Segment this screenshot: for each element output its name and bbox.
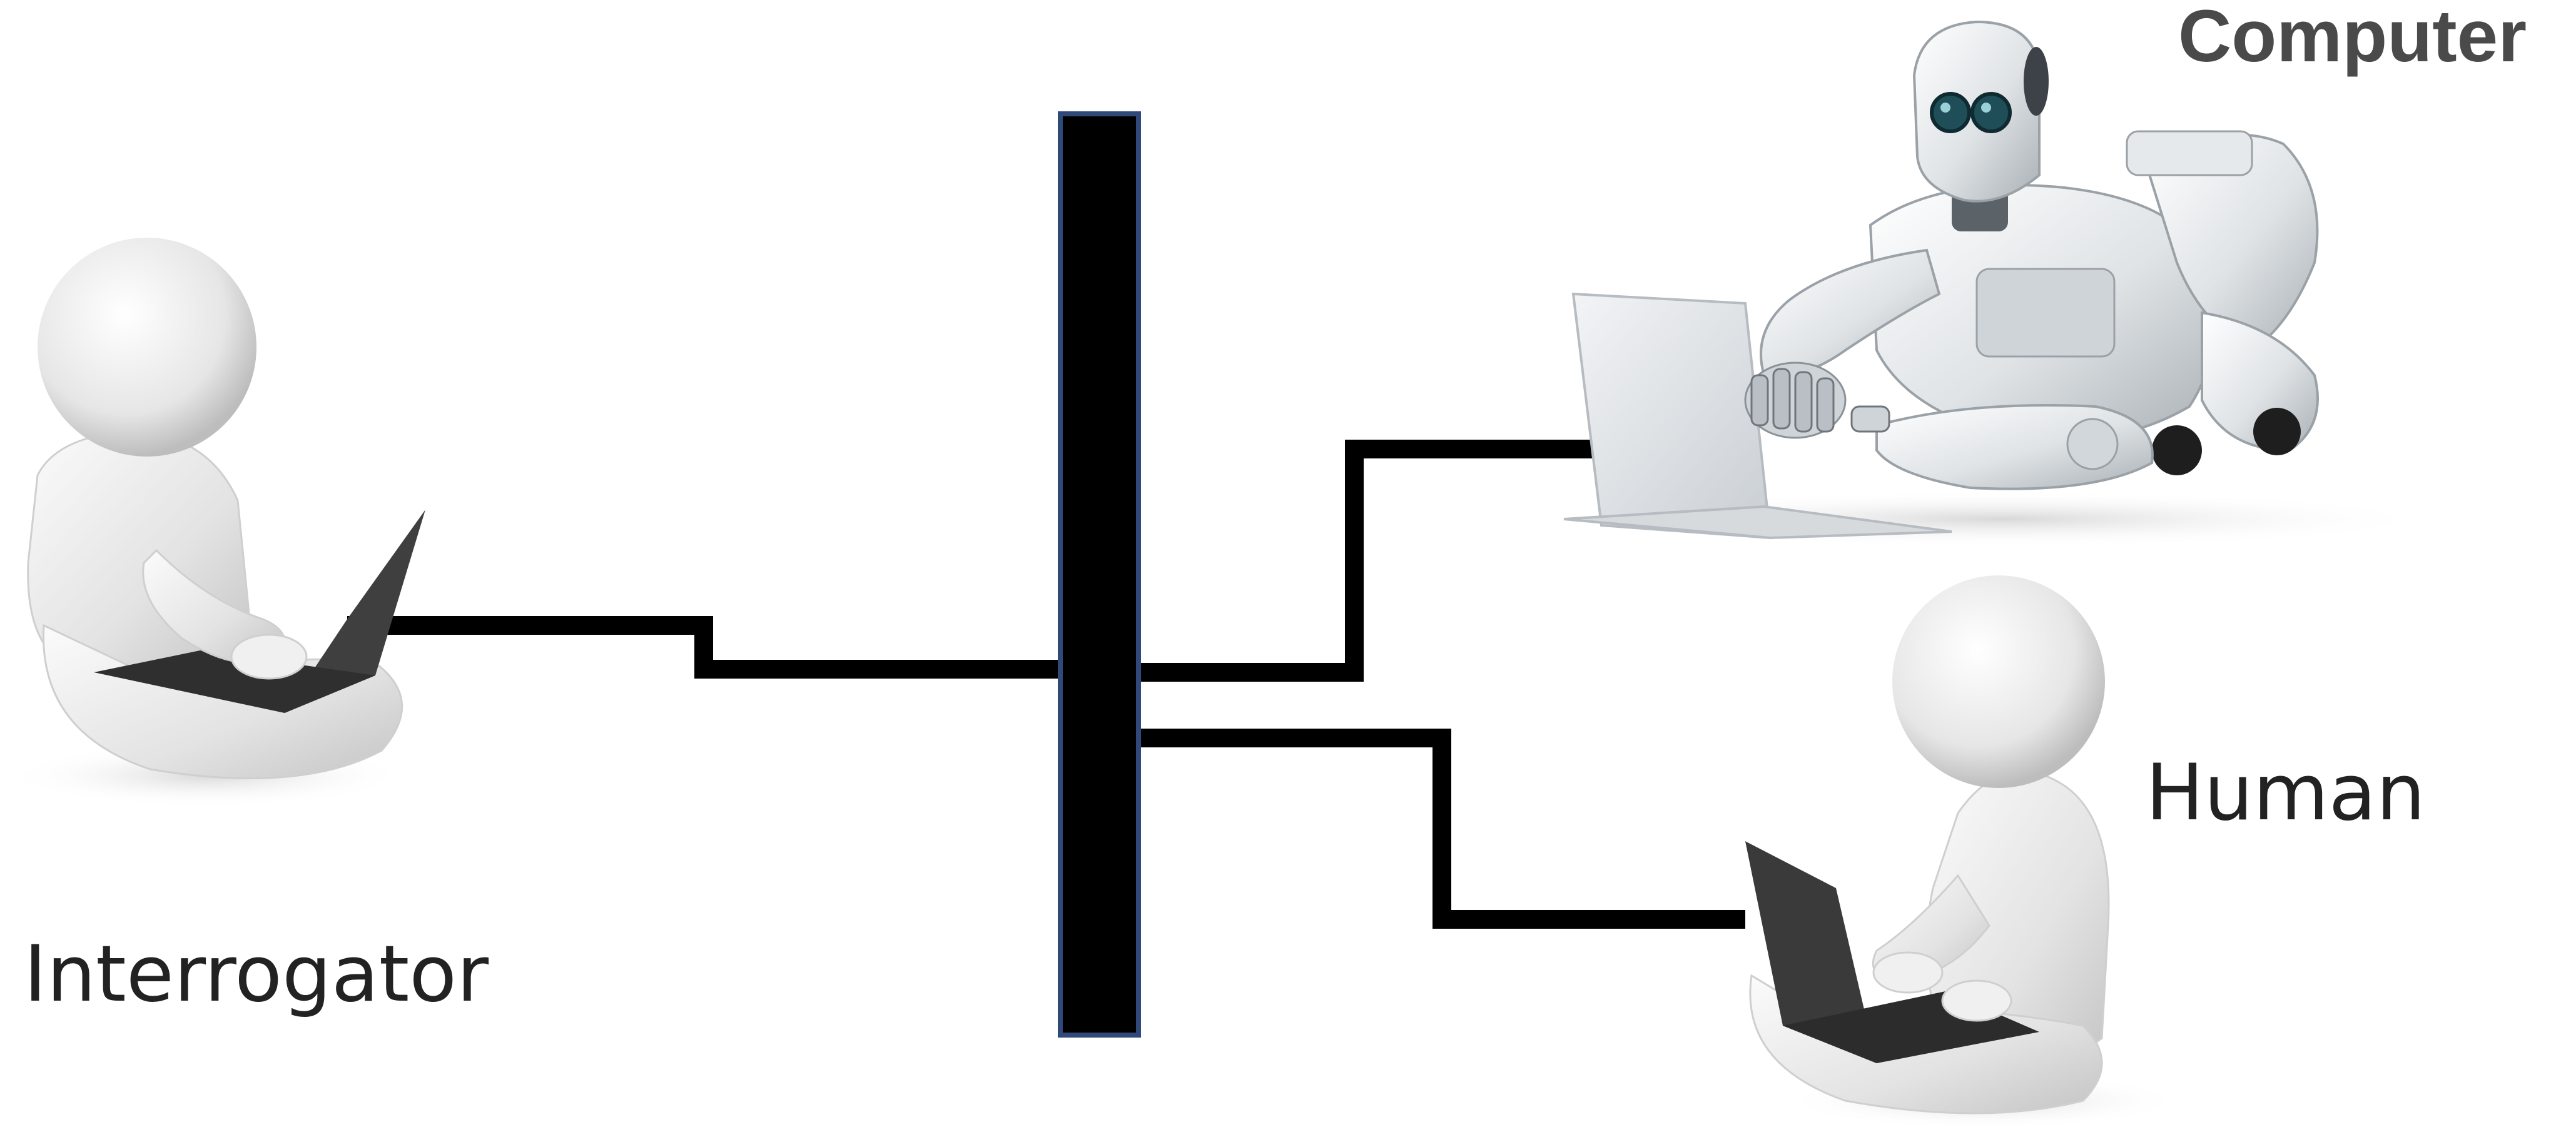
robot-eye-right [1972,94,2010,131]
human-wire [1138,738,1745,919]
connection-wires [347,449,1745,919]
interrogator-label: Interrogator [24,929,489,1019]
barrier-wall [1060,114,1138,1035]
human-label: Human [2146,748,2425,838]
human-icon [1745,575,2183,1129]
computer-wire [1132,449,1592,672]
robot-icon [1564,22,2440,547]
interrogator-wire [347,625,1063,669]
robot-eye-left [1932,94,1969,131]
interrogator-icon [6,238,425,807]
robot-hand [1745,363,1889,438]
computer-label: Computer [2178,0,2527,78]
